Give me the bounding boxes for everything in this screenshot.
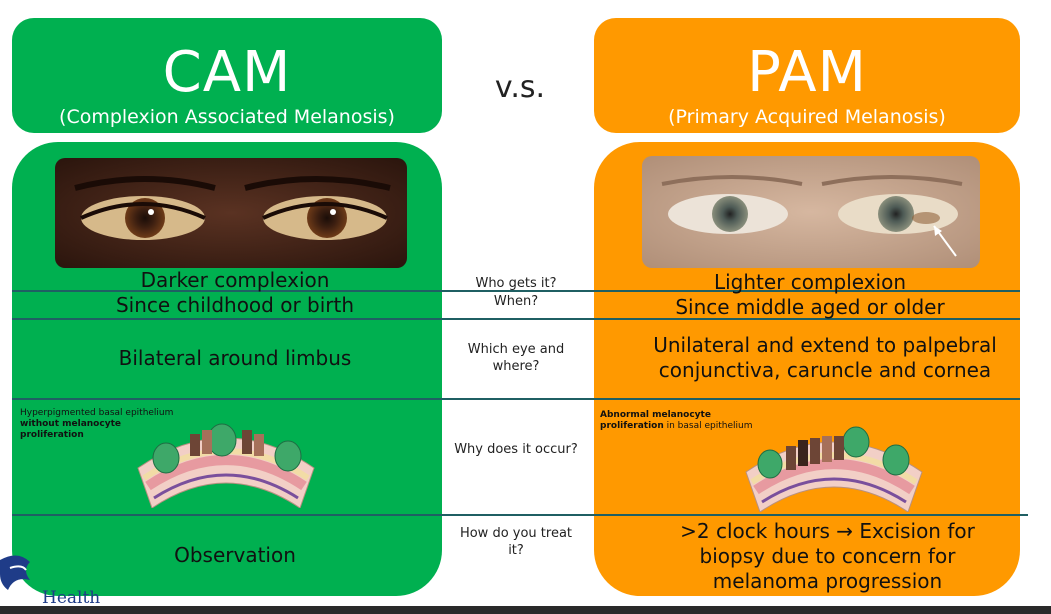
dragon-logo-icon [0,555,30,590]
bottom-bar [0,606,1051,614]
row-divider-1 [12,290,1020,292]
cam-eye-photo [55,158,407,268]
cam-title: CAM [162,40,292,105]
row-divider-2 [12,318,1020,320]
cam-where: Bilateral around limbus [118,345,352,370]
row-divider-3 [12,398,1020,400]
cam-subtitle: (Complexion Associated Melanosis) [59,106,395,128]
cam-why-note: Hyperpigmented basal epithelium without … [20,408,174,440]
cam-epithelium-diagram [137,423,315,508]
cam-when: Since childhood or birth [115,292,355,317]
pam-when: Since middle aged or older [675,294,945,319]
vs-label: v.s. [494,70,546,105]
pam-where: Unilateral and extend to palpebral conju… [653,333,997,382]
pam-title: PAM [747,40,867,105]
pam-title-panel: PAM (Primary Acquired Melanosis) [594,18,1020,133]
cam-title-panel: CAM (Complexion Associated Melanosis) [12,18,442,133]
pam-treat: >2 clock hours → Excision for biopsy due… [680,518,975,593]
pam-epithelium-diagram [745,426,923,512]
pam-who: Lighter complexion [713,269,907,294]
pam-subtitle: (Primary Acquired Melanosis) [668,106,946,128]
logo-text: Health [42,588,101,608]
pam-why-note: Abnormal melanocyte proliferation in bas… [600,410,753,431]
cam-treat: Observation [174,542,296,567]
question-who: Who gets it? [475,275,557,291]
question-why: Why does it occur? [454,441,578,457]
row-divider-4 [12,514,1028,516]
pam-eye-photo [642,156,980,268]
cam-who: Darker complexion [140,267,330,292]
question-where: Which eye and where? [467,342,565,374]
question-treat: How do you treat it? [459,526,573,558]
question-when: When? [493,293,539,309]
